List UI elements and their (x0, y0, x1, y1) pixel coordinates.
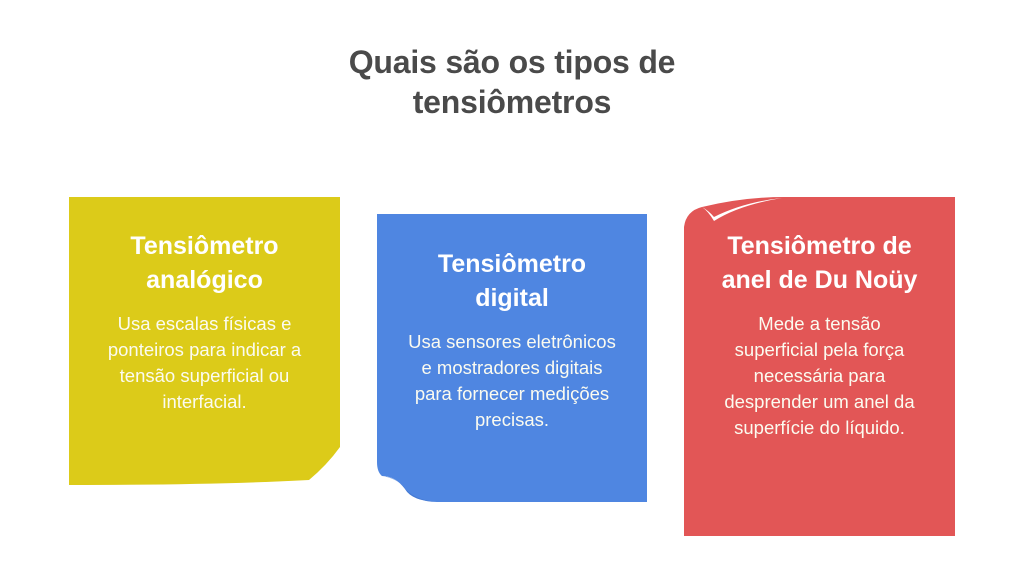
card-description: Usa escalas físicas e ponteiros para ind… (107, 313, 302, 412)
card-heading: Tensiômetro analógico (130, 232, 279, 294)
card-analog-tensiometer: Tensiômetro analógico Usa escalas física… (69, 197, 340, 485)
card-du-nouy-ring-tensiometer: Tensiômetro de anel de Du Noüy Mede a te… (684, 197, 955, 536)
card-background-shape (69, 197, 340, 485)
card-heading: Tensiômetro de anel de Du Noüy (721, 232, 918, 294)
page-title: Quais são os tipos de tensiômetros (348, 44, 676, 120)
card-description: Usa sensores eletrônicos e mostradores d… (408, 331, 616, 430)
card-heading: Tensiômetro digital (437, 250, 587, 312)
card-background-shape (684, 197, 955, 536)
card-description: Mede a tensão superficial pela força nec… (724, 313, 915, 438)
card-background-shape (377, 214, 647, 502)
card-digital-tensiometer: Tensiômetro digital Usa sensores eletrôn… (377, 214, 647, 502)
